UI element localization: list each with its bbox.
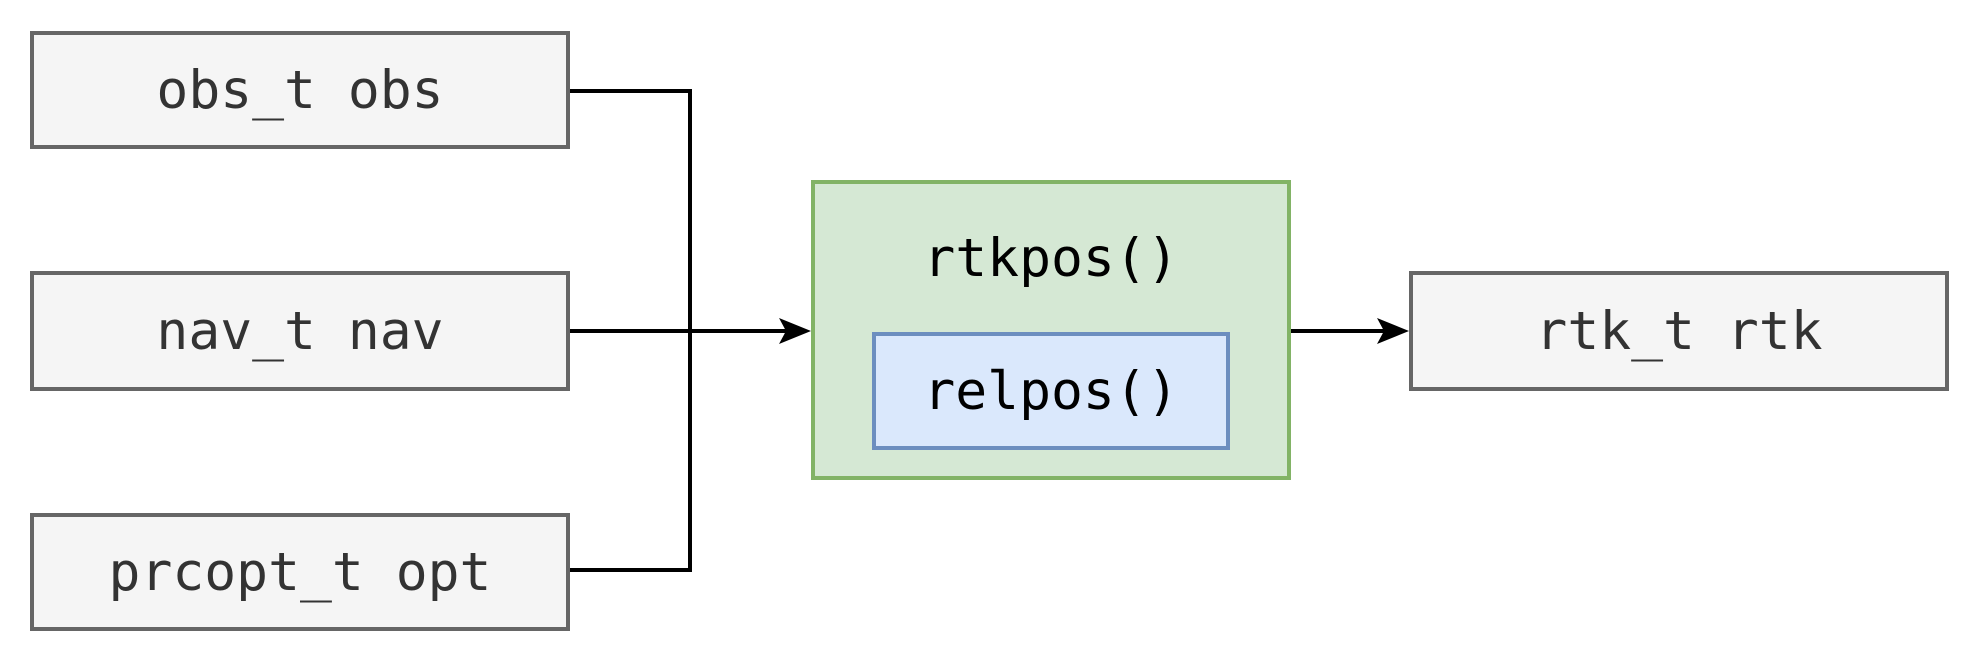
input-node-obs-label: obs_t obs	[156, 59, 444, 121]
arrowhead-into-output-icon	[1377, 318, 1409, 344]
subprocess-node-relpos: relpos()	[872, 332, 1230, 450]
input-node-nav: nav_t nav	[30, 271, 570, 391]
input-node-nav-label: nav_t nav	[156, 300, 444, 362]
output-node-rtk-label: rtk_t rtk	[1535, 300, 1823, 362]
output-node-rtk: rtk_t rtk	[1409, 271, 1949, 391]
arrowhead-into-process-icon	[779, 318, 811, 344]
subprocess-node-relpos-label: relpos()	[923, 360, 1179, 422]
input-node-obs: obs_t obs	[30, 31, 570, 149]
connector-merge-line	[570, 89, 692, 572]
input-node-prcopt-label: prcopt_t opt	[108, 541, 492, 603]
input-node-prcopt: prcopt_t opt	[30, 513, 570, 631]
process-node-rtkpos-label: rtkpos()	[815, 184, 1287, 332]
process-label-text: rtkpos()	[923, 227, 1179, 289]
